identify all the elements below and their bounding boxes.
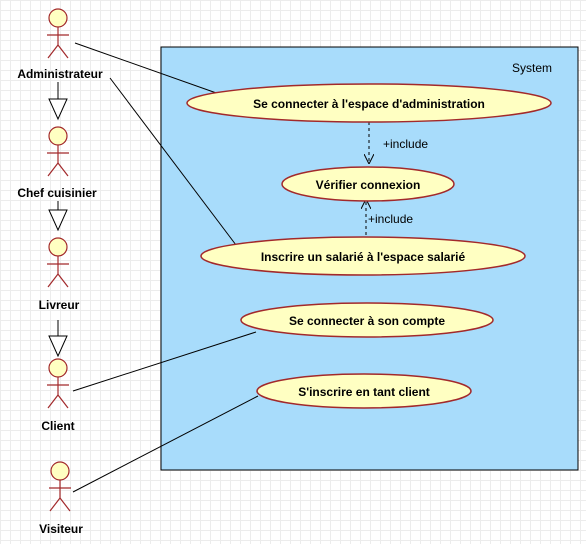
stick-figure-icon (47, 358, 69, 409)
actor-label: Chef cuisinier (17, 186, 97, 200)
actor-client[interactable]: Client (41, 358, 75, 433)
actor-chef-cuisinier[interactable]: Chef cuisinier (17, 126, 97, 200)
actor-label: Client (41, 419, 74, 433)
assoc-admin-register-employee[interactable] (109, 77, 237, 246)
actor-visiteur[interactable]: Visiteur (39, 461, 83, 536)
generalization-arrowhead (48, 98, 68, 121)
stick-figure-icon (47, 126, 69, 177)
actor-label: Livreur (39, 298, 80, 312)
stick-figure-icon (49, 461, 71, 512)
use-case-admin-login[interactable]: Se connecter à l'espace d'administration (186, 83, 552, 123)
actor-label: Administrateur (17, 67, 103, 81)
assoc-visiteur-register-client[interactable] (72, 395, 259, 493)
generalization-arrowhead (48, 335, 68, 358)
stick-figure-icon (47, 8, 69, 59)
use-case-label: Se connecter à son compte (289, 314, 445, 328)
actor-administrateur[interactable]: Administrateur (17, 8, 103, 81)
actor-label: Visiteur (39, 522, 83, 536)
generalization-arrowhead (48, 209, 68, 232)
use-case-label: Se connecter à l'espace d'administration (253, 97, 485, 111)
actor-livreur[interactable]: Livreur (39, 237, 80, 312)
use-case-verify-connection[interactable]: Vérifier connexion (281, 166, 455, 202)
use-case-label: Inscrire un salarié à l'espace salarié (261, 250, 466, 264)
include-dependencies: +include +include (366, 122, 428, 241)
assoc-client-login-account[interactable] (72, 331, 257, 392)
use-case-register-employee[interactable]: Inscrire un salarié à l'espace salarié (200, 236, 526, 276)
use-case-label: S'inscrire en tant client (298, 385, 430, 399)
generalizations (48, 82, 68, 358)
use-case-label: Vérifier connexion (316, 178, 421, 192)
assoc-admin-login[interactable] (74, 42, 223, 96)
associations (72, 42, 259, 493)
system-label: System (512, 61, 552, 75)
stick-figure-icon (47, 237, 69, 288)
include-label: +include (383, 137, 428, 151)
include-label: +include (368, 212, 413, 226)
use-case-register-client[interactable]: S'inscrire en tant client (256, 373, 472, 409)
use-case-login-account[interactable]: Se connecter à son compte (240, 302, 494, 338)
